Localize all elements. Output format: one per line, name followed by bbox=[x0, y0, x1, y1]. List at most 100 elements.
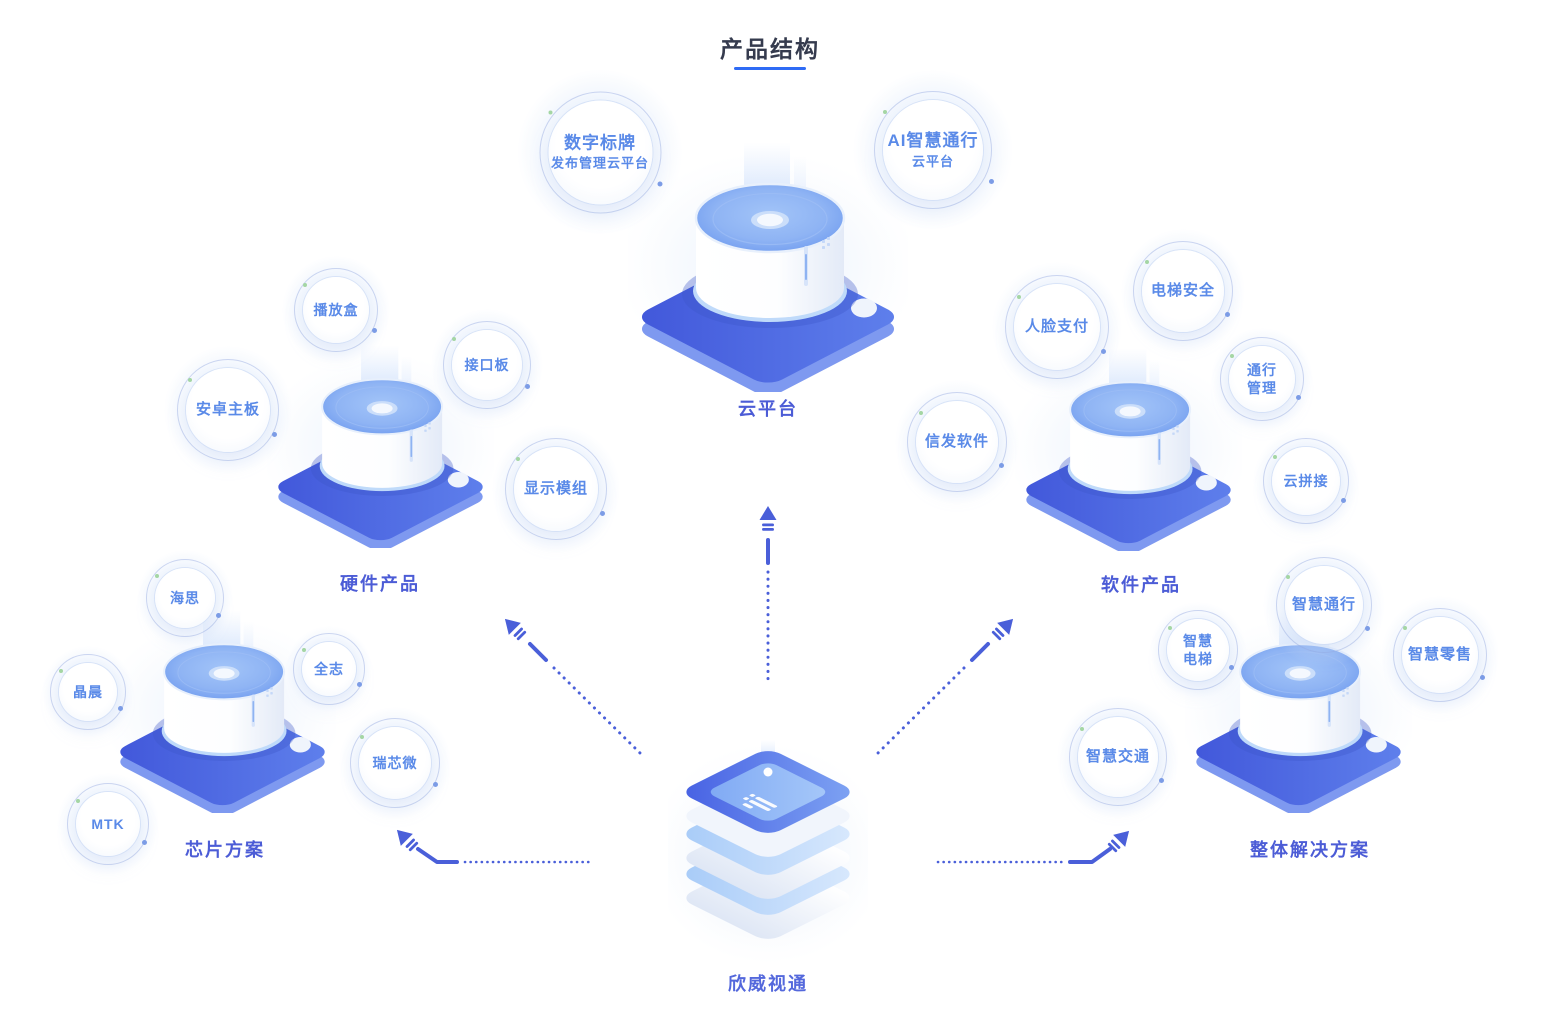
arrow-hub-to-solutions bbox=[936, 824, 1136, 864]
bubble-ring bbox=[539, 91, 661, 213]
bubble-label: 智慧零售 bbox=[1407, 646, 1472, 664]
blue-dot bbox=[141, 840, 147, 846]
bubble-access-management: 通行管理 bbox=[1211, 328, 1313, 430]
arrow-hub-to-cloud bbox=[759, 506, 777, 686]
bubble-disc bbox=[1402, 617, 1478, 693]
bubble-disc bbox=[1285, 566, 1363, 644]
bubble-amlogic: 晶晨 bbox=[42, 646, 134, 738]
bubble-disc bbox=[359, 727, 431, 799]
bubble-ring bbox=[50, 654, 126, 730]
bubble-label: 人脸支付 bbox=[1024, 318, 1089, 336]
bubble-elevator-safety: 电梯安全 bbox=[1121, 229, 1245, 353]
bubble-ring bbox=[146, 559, 224, 637]
blue-dot bbox=[1479, 674, 1485, 680]
green-dot bbox=[452, 337, 457, 341]
bubble-disc bbox=[1167, 619, 1229, 681]
bubble-ai-access-cloud: AI智慧通行云平台 bbox=[853, 70, 1013, 230]
bubble-ring bbox=[293, 633, 365, 705]
bubble-disc bbox=[302, 642, 356, 696]
bubble-ring bbox=[874, 91, 992, 209]
label-software: 软件产品 bbox=[1101, 575, 1181, 595]
bubble-label: 晶晨 bbox=[73, 683, 103, 700]
green-dot bbox=[1168, 626, 1173, 630]
bubble-ring bbox=[1133, 241, 1233, 341]
bubble-label: 信发软件 bbox=[924, 433, 989, 451]
arrow-hub-to-hardware bbox=[498, 612, 642, 755]
green-dot bbox=[188, 378, 193, 382]
bubble-label: 通行管理 bbox=[1247, 361, 1277, 396]
bubble-disc bbox=[1142, 250, 1224, 332]
bubble-face-payment: 人脸支付 bbox=[992, 262, 1122, 392]
green-dot bbox=[59, 669, 64, 673]
bubble-disc bbox=[76, 792, 140, 856]
bubble-ring bbox=[907, 392, 1007, 492]
bubble-ring bbox=[350, 718, 440, 808]
label-hardware: 硬件产品 bbox=[340, 574, 420, 594]
bubble-label: 接口板 bbox=[464, 356, 510, 373]
bubble-ring bbox=[443, 321, 531, 409]
green-dot bbox=[360, 735, 365, 739]
bubble-android-mainboard: 安卓主板 bbox=[164, 346, 292, 474]
blue-dot bbox=[988, 178, 994, 184]
green-dot bbox=[1286, 574, 1291, 579]
bubble-mtk: MTK bbox=[57, 773, 159, 875]
label-hub: 欣威视通 bbox=[728, 974, 808, 994]
blue-dot bbox=[271, 431, 277, 437]
bubble-ring bbox=[1220, 337, 1304, 421]
green-dot bbox=[1273, 454, 1278, 459]
bubble-label: 显示模组 bbox=[523, 480, 588, 498]
bubble-disc bbox=[916, 401, 998, 483]
green-dot bbox=[918, 411, 923, 415]
bubble-disc bbox=[548, 100, 652, 204]
label-solutions: 整体解决方案 bbox=[1250, 840, 1370, 860]
blue-dot bbox=[356, 682, 362, 688]
hub-server-stack bbox=[668, 740, 868, 964]
bubble-label: 瑞芯微 bbox=[372, 754, 418, 771]
bubble-label: 数字标牌发布管理云平台 bbox=[550, 133, 649, 171]
green-dot bbox=[1230, 353, 1235, 358]
bubble-cloud-splicing: 云拼接 bbox=[1253, 428, 1359, 534]
bubble-digital-signage-cloud: 数字标牌发布管理云平台 bbox=[517, 69, 683, 235]
blue-dot bbox=[1225, 312, 1231, 318]
bubble-disc bbox=[1272, 447, 1340, 515]
bubble-label: 智慧通行 bbox=[1291, 596, 1356, 614]
bubble-label: 智慧交通 bbox=[1085, 748, 1150, 766]
bubble-rockchip: 瑞芯微 bbox=[339, 707, 451, 819]
arrow-hub-to-software bbox=[876, 612, 1020, 755]
label-cloud-platform: 云平台 bbox=[738, 399, 798, 419]
bubble-smart-transport: 智慧交通 bbox=[1057, 696, 1179, 818]
bubble-player-box: 播放盒 bbox=[282, 256, 390, 364]
bubble-disc bbox=[883, 100, 983, 200]
bubble-hisilicon: 海思 bbox=[137, 550, 233, 646]
bubble-label: 海思 bbox=[170, 589, 200, 606]
bubble-allwinner: 全志 bbox=[286, 626, 372, 712]
green-dot bbox=[883, 110, 888, 114]
bubble-label: 智慧电梯 bbox=[1183, 632, 1213, 667]
bubble-disc bbox=[1078, 717, 1158, 797]
bubble-smart-access: 智慧通行 bbox=[1263, 544, 1385, 666]
arrow-hub-to-chips bbox=[390, 823, 594, 864]
bubble-interface-board: 接口板 bbox=[431, 309, 543, 421]
bubble-disc bbox=[452, 330, 522, 400]
green-dot bbox=[76, 798, 81, 803]
bubble-label: 播放盒 bbox=[313, 301, 359, 318]
bubble-display-module: 显示模组 bbox=[492, 425, 620, 553]
bubble-disc bbox=[59, 663, 117, 721]
blue-dot bbox=[372, 327, 378, 333]
bubble-ring bbox=[1276, 557, 1372, 653]
green-dot bbox=[548, 110, 553, 115]
bubble-ring bbox=[67, 783, 149, 865]
bubble-ring bbox=[1069, 708, 1167, 806]
blue-dot bbox=[999, 463, 1005, 469]
label-chips: 芯片方案 bbox=[185, 840, 265, 860]
bubble-label: 安卓主板 bbox=[195, 401, 260, 419]
bubble-disc bbox=[1229, 346, 1295, 412]
page-title: 产品结构 bbox=[720, 36, 820, 62]
bubble-ring bbox=[294, 268, 378, 352]
green-dot bbox=[516, 457, 521, 461]
blue-dot bbox=[524, 383, 530, 389]
bubble-ring bbox=[1263, 438, 1349, 524]
blue-dot bbox=[599, 510, 605, 516]
bubble-ring bbox=[1005, 275, 1109, 379]
bubble-disc bbox=[514, 447, 598, 531]
